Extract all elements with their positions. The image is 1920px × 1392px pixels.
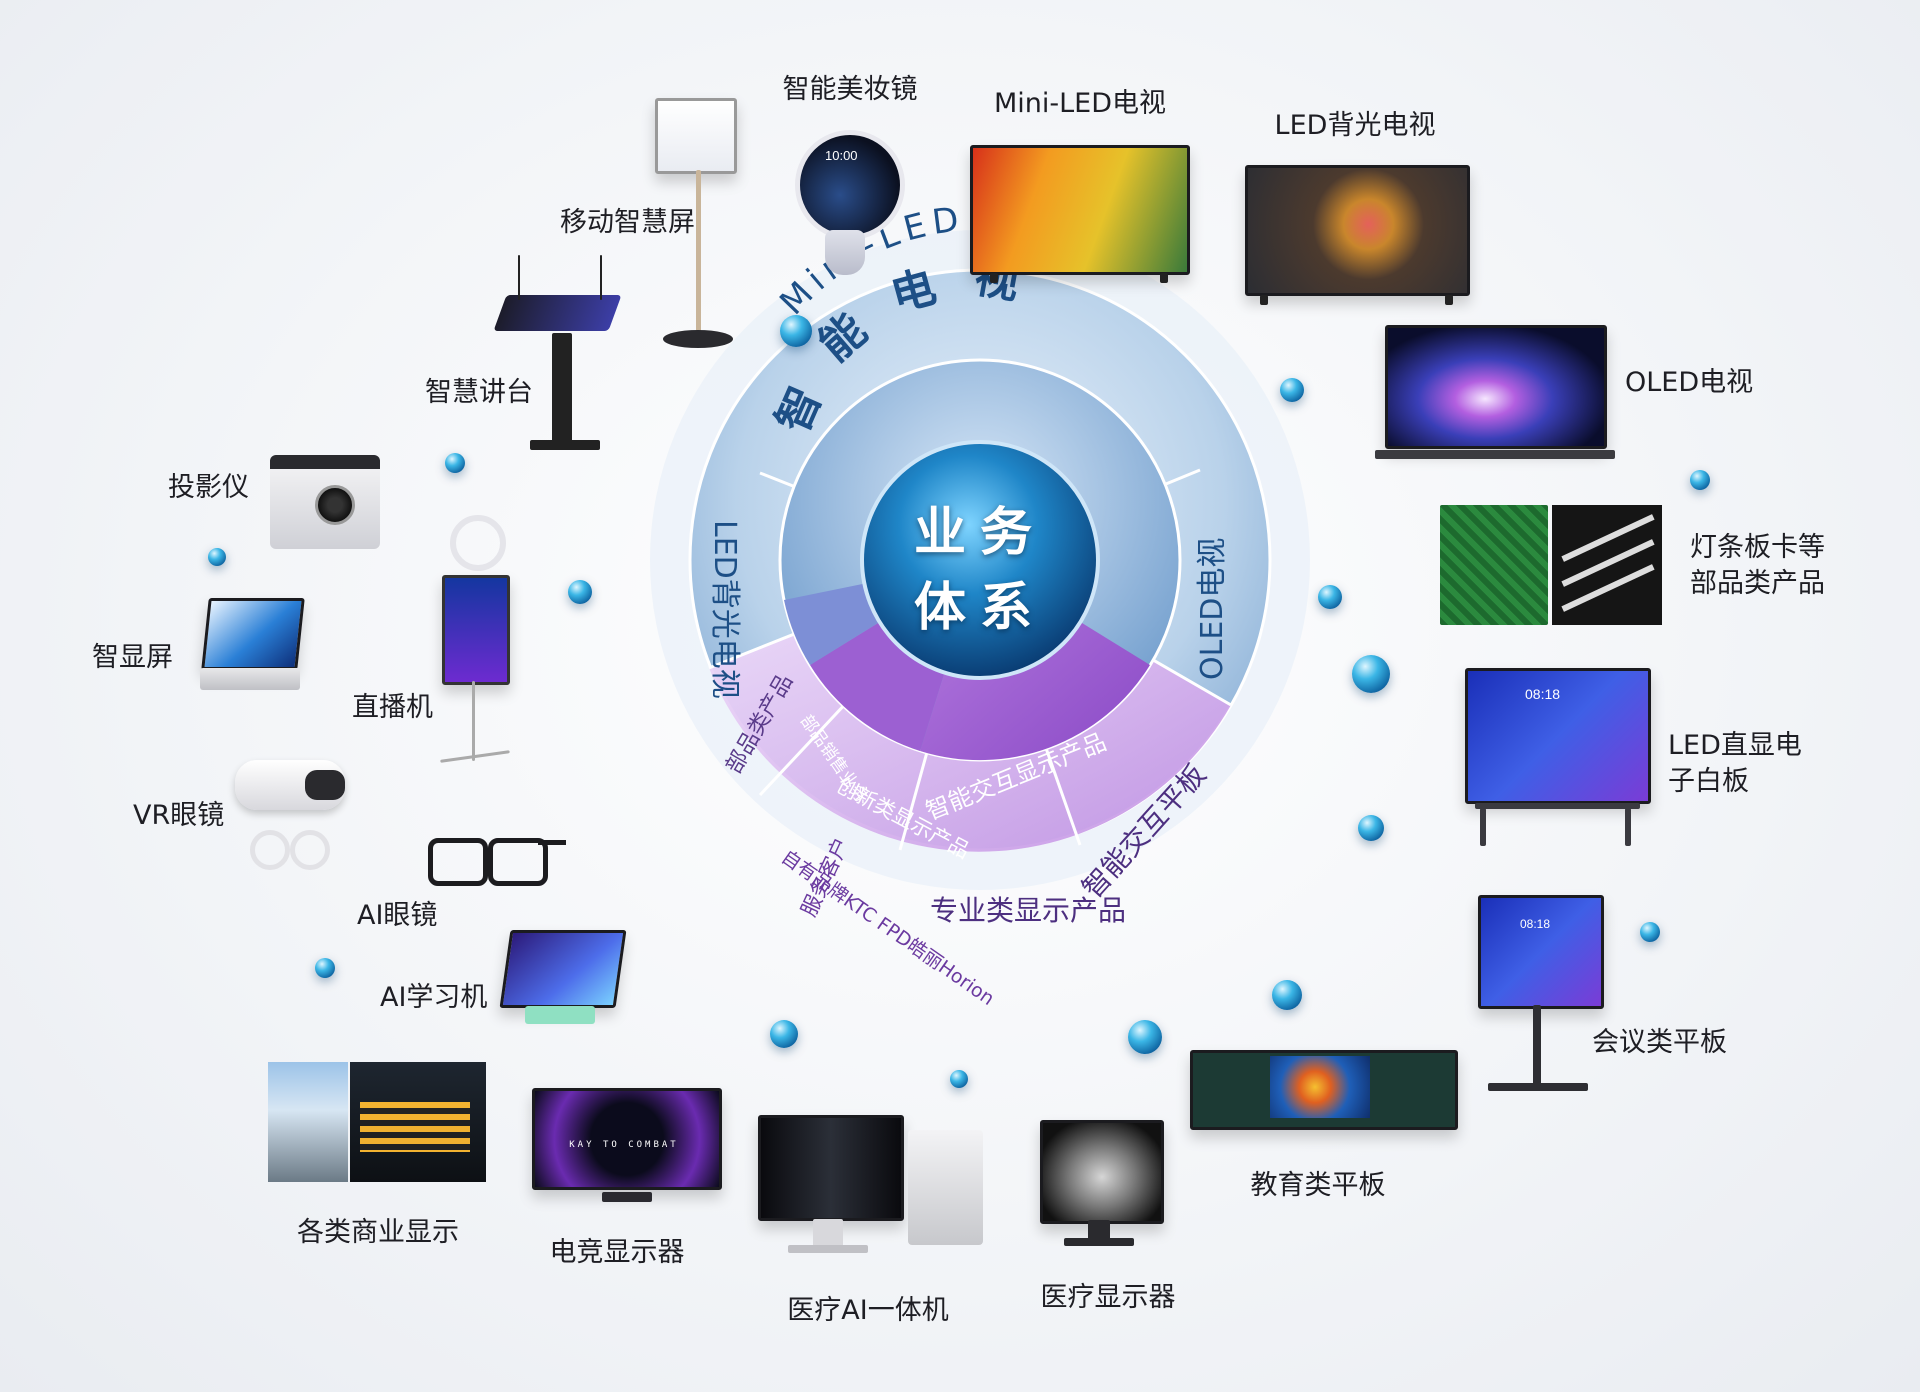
label-ai-glasses: AI眼镜 [357, 900, 438, 931]
label-meeting-panel: 会议类平板 [1592, 1027, 1727, 1058]
orb [770, 1020, 798, 1048]
makeup-mirror-image: 10:00 [795, 130, 905, 280]
orb [1358, 815, 1384, 841]
mini-led-tv-image [970, 145, 1190, 285]
label-vr-glasses: VR眼镜 [133, 800, 225, 831]
gaming-screen-text: KAY TO COMBAT [569, 1140, 679, 1150]
orb [1690, 470, 1710, 490]
label-oled-tv: OLED电视 [1625, 367, 1754, 398]
mirror-clock: 10:00 [825, 148, 858, 163]
orb [208, 548, 226, 566]
label-projector: 投影仪 [168, 472, 249, 503]
projector-image [270, 445, 385, 549]
vr-glasses-image [235, 760, 355, 870]
led-backlit-tv-image [1245, 165, 1470, 305]
orb [568, 580, 592, 604]
label-makeup-mirror: 智能美妆镜 [782, 74, 918, 105]
orb [1272, 980, 1302, 1010]
core-circle [860, 440, 1100, 680]
smart-lectern-image [493, 255, 630, 470]
meeting-clock: 08:18 [1520, 917, 1551, 931]
label-parts-products: 灯条板卡等部品类产品 [1690, 532, 1825, 600]
led-whiteboard-image: 08:18 [1465, 668, 1655, 858]
education-panel-image [1190, 1050, 1458, 1132]
center-title-1: 业务 [913, 503, 1046, 563]
label-commercial-display: 各类商业显示 [297, 1217, 459, 1248]
outer-left-label: LED背光电视 [707, 520, 742, 699]
medical-ai-image [758, 1105, 988, 1270]
live-streaming-image [420, 515, 520, 775]
orb [1280, 378, 1304, 402]
orb [1640, 922, 1660, 942]
commercial-display-image [268, 1062, 488, 1184]
parts-image [1440, 505, 1665, 625]
label-led-backlit-tv: LED背光电视 [1274, 110, 1436, 141]
label-ai-learning-machine: AI学习机 [380, 982, 488, 1013]
label-gaming-monitor: 电竞显示器 [549, 1237, 685, 1268]
label-live-streaming-machine: 直播机 [352, 692, 433, 723]
ai-glasses-image [418, 830, 568, 890]
orb [1318, 585, 1342, 609]
outer-right-label: OLED电视 [1195, 538, 1230, 680]
label-education-panel: 教育类平板 [1250, 1170, 1386, 1201]
mobile-smart-screen-image [655, 98, 745, 358]
smart-display-image [195, 598, 305, 698]
orb [315, 958, 335, 978]
orb [1128, 1020, 1162, 1054]
orb [950, 1070, 968, 1088]
gaming-monitor-image: KAY TO COMBAT [532, 1088, 722, 1206]
orb [445, 453, 465, 473]
oled-tv-image [1375, 325, 1615, 465]
orb [780, 315, 812, 347]
label-led-whiteboard: LED直显电子白板 [1668, 730, 1802, 798]
ai-learning-machine-image [499, 930, 627, 1030]
meeting-panel-image: 08:18 [1478, 895, 1608, 1100]
medical-monitor-image [1040, 1120, 1165, 1255]
whiteboard-clock: 08:18 [1525, 686, 1561, 702]
label-mobile-smart-screen: 移动智慧屏 [560, 207, 695, 238]
label-smart-display: 智显屏 [92, 642, 173, 673]
label-medical-monitor: 医疗显示器 [1040, 1282, 1176, 1313]
orb [1352, 655, 1390, 693]
outer-seg-pro: 专业类显示产品 [930, 894, 1126, 927]
label-medical-ai-all-in-one: 医疗AI一体机 [787, 1295, 949, 1326]
center-title-2: 体系 [913, 578, 1046, 638]
label-mini-led-tv: Mini-LED电视 [993, 88, 1167, 119]
label-smart-lectern: 智慧讲台 [425, 377, 533, 408]
